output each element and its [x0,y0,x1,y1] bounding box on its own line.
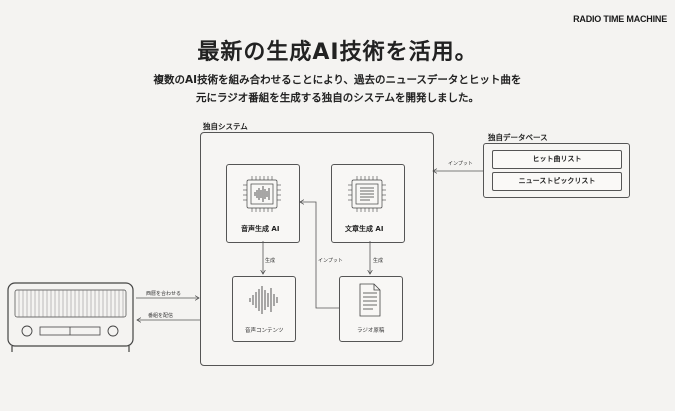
database-item-news-topics: ニューストピックリスト [492,172,622,191]
chip-audio-icon [243,176,281,212]
subtitle-line-2: 元にラジオ番組を生成する独自のシステムを開発しました。 [196,92,479,104]
input-feedback-label: インプット [318,258,343,264]
database-box: ヒット曲リスト ニューストピックリスト [483,143,630,198]
waveform-icon [249,286,278,314]
radio-script-label: ラジオ原稿 [357,328,385,334]
page-title: 最新の生成AI技術を活用。 [197,40,478,65]
audio-content-label: 音声コンテンツ [245,328,284,334]
sync-time-label: 西暦を合わせる [146,291,182,297]
text-ai-label: 文章生成 AI [345,225,384,233]
brand-logo: RADIO TIME MACHINE [573,14,667,24]
input-from-db-label: インプット [448,161,473,167]
text-ai-card [331,164,405,243]
database-label: 独自データベース [488,133,548,142]
generate-text-label: 生成 [373,258,384,264]
radio-icon [7,282,134,352]
chip-text-icon [348,176,386,212]
database-item-hit-songs: ヒット曲リスト [492,150,622,169]
subtitle-line-1: 複数のAI技術を組み合わせることにより、過去のニュースデータとヒット曲を [153,74,522,86]
arrow-script-to-audio-ai [300,202,339,309]
audio-ai-label: 音声生成 AI [241,225,280,233]
deliver-label: 番組を配信 [148,313,174,319]
generate-audio-label: 生成 [265,258,276,264]
audio-content-card [232,276,296,342]
document-icon [359,283,381,317]
system-label: 独自システム [203,122,248,131]
